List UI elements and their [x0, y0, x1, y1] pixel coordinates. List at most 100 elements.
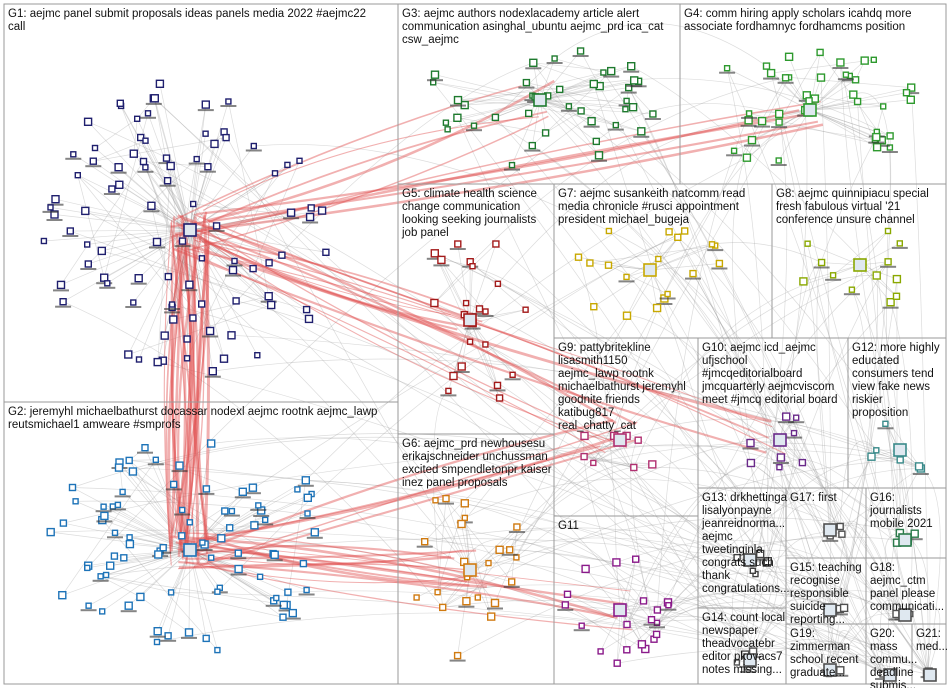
edge-cross-group	[857, 101, 901, 534]
edge-red-g2-g6	[178, 555, 452, 569]
edge-cross-group	[434, 252, 909, 542]
node-g8	[892, 274, 902, 284]
edge-cross-group	[464, 502, 746, 655]
node-label-g4	[903, 92, 920, 95]
edge-cross-group	[828, 593, 903, 675]
node-g1	[271, 170, 279, 177]
edge-intra-g2	[101, 549, 191, 612]
node-g3	[453, 95, 463, 105]
edge-cross-group	[828, 603, 903, 675]
edge-cross-group	[87, 81, 639, 569]
edge-intra-g2	[103, 506, 191, 551]
node-g6	[453, 651, 462, 660]
group-label-g16-line-1: G16:	[870, 492, 895, 504]
node-g5	[509, 371, 516, 378]
node-g11	[647, 616, 656, 624]
edge-cross-group	[495, 243, 890, 674]
edge-intra-g3	[434, 74, 541, 101]
node-g4	[757, 116, 767, 126]
node-g1	[304, 314, 314, 324]
node-label-g14	[739, 671, 756, 673]
edge-intra-g9	[593, 439, 639, 464]
node-g1	[232, 297, 240, 305]
node-g11	[665, 602, 672, 609]
node-g2	[214, 646, 221, 654]
node-g4	[872, 132, 881, 142]
edge-red-g1-g2	[177, 247, 196, 537]
edge-red-g1-g2	[163, 219, 173, 566]
node-g1	[51, 194, 60, 204]
node-label-g11	[573, 629, 590, 632]
node-g2	[59, 519, 68, 527]
edge-intra-g1	[189, 137, 227, 231]
node-g1	[197, 300, 206, 308]
node-layer	[40, 47, 937, 682]
edge-cross-group	[658, 258, 911, 615]
node-label-g1	[174, 245, 191, 248]
node-g7	[574, 253, 583, 261]
edge-red-g1-g2	[181, 231, 199, 560]
node-label-g2	[257, 523, 274, 526]
node-g2	[301, 476, 310, 485]
node-g1	[91, 144, 99, 152]
edge-intra-g1	[77, 175, 194, 319]
node-g17	[836, 522, 844, 531]
node-label-g3	[518, 86, 535, 89]
node-g7	[604, 261, 613, 269]
node-g3	[453, 113, 462, 123]
edge-cross-group	[437, 517, 915, 593]
edge-intra-g1	[157, 165, 172, 363]
node-g1	[97, 246, 107, 256]
node-g5	[469, 263, 476, 270]
node-g2	[125, 456, 133, 465]
node-g4	[742, 153, 752, 162]
node-g3	[649, 110, 657, 118]
node-g10	[746, 458, 756, 468]
edge-intra-g2	[122, 491, 191, 551]
node-g2	[72, 498, 79, 505]
edge-cross-group	[747, 641, 890, 674]
edge-red-g1-g3	[174, 85, 522, 221]
node-g13	[749, 567, 756, 574]
node-label-g1	[202, 335, 219, 338]
edge-intra-g3	[539, 99, 582, 112]
node-g2	[202, 634, 210, 643]
edge-cross-group	[628, 87, 768, 563]
node-g7	[605, 227, 613, 235]
edge-intra-g1	[182, 104, 207, 242]
node-label-g5	[440, 394, 457, 397]
group-label-g15-line-1: G15: teaching	[790, 562, 862, 574]
edge-intra-g7	[593, 269, 651, 308]
edge-intra-g2	[88, 549, 191, 606]
node-g2	[159, 544, 167, 552]
group-label-g15-line-5: reporting...	[790, 614, 845, 626]
node-label-g8	[880, 265, 897, 268]
hub-node-g6	[463, 563, 477, 577]
node-g7	[652, 303, 662, 313]
node-label-g2	[171, 470, 188, 473]
group-label-g19-line-4: graduate...	[790, 667, 845, 679]
edge-intra-g1	[189, 229, 327, 253]
edge-intra-g2	[189, 549, 218, 651]
edge-cross-group	[910, 605, 941, 672]
edge-intra-g1	[154, 98, 190, 285]
edge-cross-group	[767, 554, 829, 667]
edge-red-g1-g2	[183, 248, 205, 560]
node-g6	[513, 523, 521, 531]
edge-intra-g3	[533, 62, 600, 87]
node-label-g3	[644, 118, 661, 120]
node-g5	[495, 394, 504, 402]
edge-cross-group	[827, 613, 897, 667]
group-label-g7-line-1: G7: aejmc susankeith natcomm read	[558, 188, 745, 200]
node-label-g1	[137, 170, 154, 173]
edge-cross-group	[181, 230, 685, 537]
node-g5	[454, 240, 462, 248]
node-g6	[413, 594, 420, 601]
edge-cross-group	[77, 174, 465, 563]
node-label-g2	[92, 579, 109, 582]
node-label-g8	[882, 306, 899, 309]
edge-intra-g1	[189, 229, 232, 336]
node-g2	[273, 594, 280, 602]
group-label-g6-line-2: erikajschneider unchussman	[402, 451, 548, 463]
node-label-g1	[302, 221, 319, 224]
